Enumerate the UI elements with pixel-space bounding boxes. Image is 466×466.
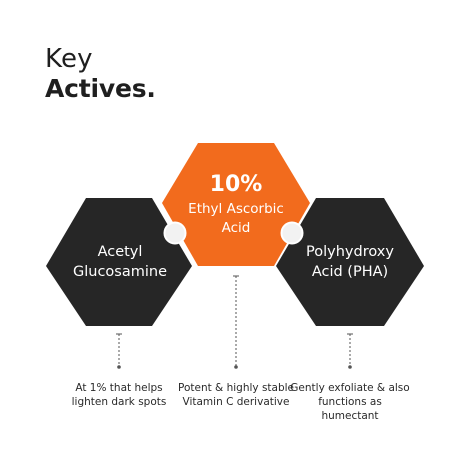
- connector-dot-left: [163, 221, 187, 245]
- active-percent: 10%: [209, 172, 263, 197]
- title-line-actives: Actives.: [45, 74, 156, 103]
- active-name-line2: Acid (PHA): [311, 264, 389, 280]
- hexagon-ethyl-ascorbic-acid: [162, 143, 310, 266]
- hexagon-acetyl-glucosamine: [46, 198, 192, 326]
- active-name-line1: Acetyl: [97, 244, 143, 260]
- stem-dot-right: [348, 365, 352, 369]
- connector-dot-right: [280, 221, 304, 245]
- active-name-line2: Glucosamine: [72, 264, 167, 280]
- section-title: Key Actives.: [45, 44, 156, 104]
- active-description-left: At 1% that helps lighten dark spots: [71, 382, 167, 408]
- active-label-right: Polyhydroxy Acid (PHA): [290, 232, 410, 292]
- stem-dot-center: [234, 365, 238, 369]
- active-name-line1: Ethyl Ascorbic: [188, 201, 284, 217]
- title-line-key: Key: [45, 44, 93, 74]
- active-name-line2: Acid: [221, 220, 251, 236]
- active-label-center: 10% Ethyl Ascorbic Acid: [176, 165, 296, 245]
- active-description-center: Potent & highly stable Vitamin C derivat…: [177, 382, 295, 408]
- active-name-line1: Polyhydroxy: [306, 244, 394, 260]
- hexagon-polyhydroxy-acid: [276, 198, 424, 326]
- stem-dot-left: [117, 365, 121, 369]
- active-description-right: Gently exfoliate & also functions as hum…: [290, 382, 410, 422]
- active-label-left: Acetyl Glucosamine: [60, 232, 180, 292]
